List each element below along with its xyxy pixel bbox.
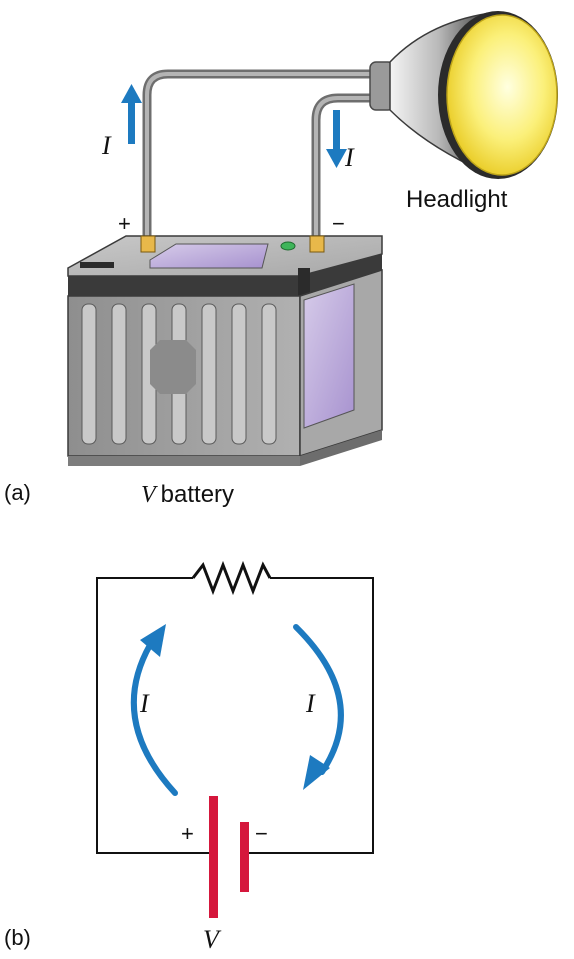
current-arrow-icon-right: [293, 624, 344, 790]
battery-minus-label: −: [255, 821, 268, 846]
voltage-label: V: [203, 925, 222, 954]
battery-plus-label: +: [181, 821, 194, 846]
battery-symbol-label: V: [141, 482, 158, 508]
headlight-icon: [369, 11, 558, 180]
current-label-b-right: I: [305, 689, 316, 718]
panel-b-label: (b): [4, 925, 31, 950]
car-battery-icon: [67, 235, 383, 466]
current-label-b-left: I: [139, 689, 150, 718]
current-arrow-icon-down: [326, 110, 347, 168]
current-arrow-icon-up: [121, 84, 142, 144]
panel-a-label: (a): [4, 480, 31, 505]
terminal-minus-label: −: [332, 211, 345, 236]
current-label-left: I: [101, 131, 112, 160]
battery-symbol: [209, 796, 249, 918]
battery-word-label: battery: [161, 481, 234, 508]
circuit-wire: [96, 577, 374, 854]
terminal-plus-label: +: [118, 211, 131, 236]
headlight-label: Headlight: [406, 186, 508, 213]
panel-a: Headlight I I + −: [4, 11, 558, 508]
resistor-symbol: [191, 560, 272, 596]
current-arrow-icon-left: [130, 624, 178, 796]
current-label-right: I: [344, 143, 355, 172]
panel-b: + − V I I (b): [4, 560, 374, 954]
